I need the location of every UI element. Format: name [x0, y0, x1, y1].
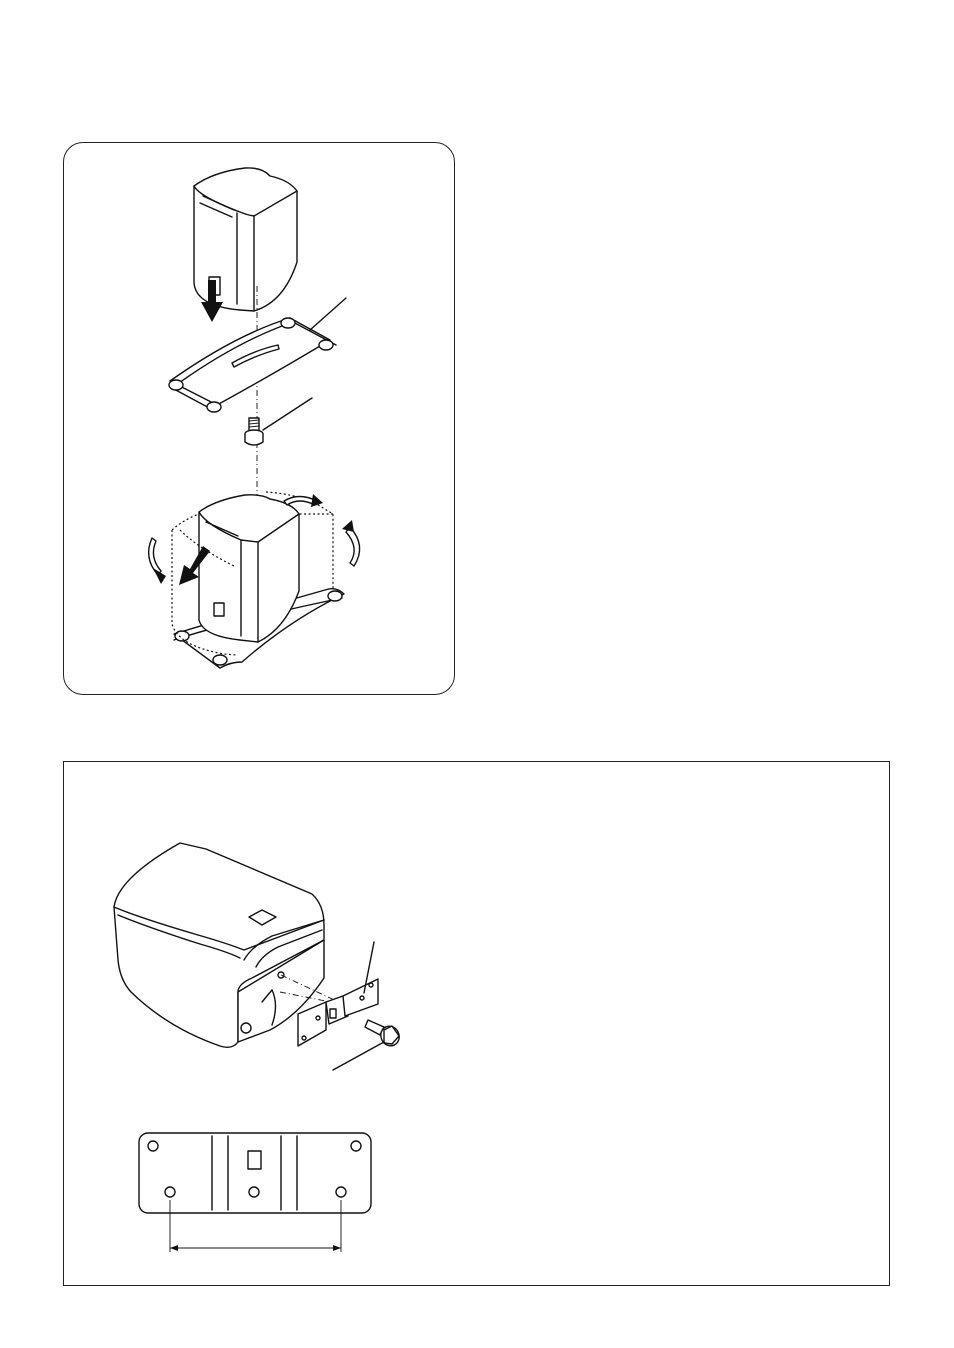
- bracket-plate-drawing: [139, 1133, 371, 1213]
- bracket-screw-drawing: [333, 1020, 402, 1070]
- speaker-rear-drawing: [114, 843, 324, 1047]
